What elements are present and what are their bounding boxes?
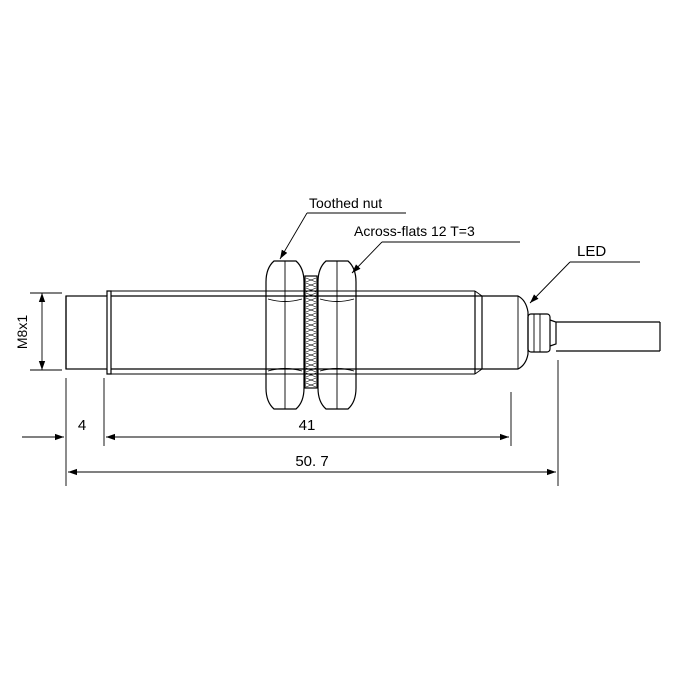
washer-tooth [305,277,317,283]
cable-end-housing [482,295,557,370]
dimension-thread: M8x1 [14,292,62,371]
cable [556,321,661,352]
callout-toothed-nut: Toothed nut [279,195,406,260]
callout-led: LED [529,243,640,304]
dimension-tip-length: 4 [22,417,86,441]
washer-tooth [305,362,317,368]
hex-nut-left [265,260,305,410]
washer-tooth [305,337,317,343]
washer-tooth [305,382,317,388]
callout-across-flats-label: Across-flats 12 T=3 [354,223,475,239]
washer-tooth [305,307,317,313]
callout-across-flats: Across-flats 12 T=3 [351,223,520,274]
callout-led-label: LED [577,243,606,260]
dimension-thread-label: M8x1 [14,315,30,349]
washer-tooth [305,347,317,353]
dimension-overall-length: 50. 7 [68,453,556,476]
toothed-washer [304,275,318,389]
dimension-overall-length-label: 50. 7 [295,453,328,470]
washer-tooth [305,357,317,363]
washer-tooth [305,372,317,378]
washer-tooth [305,332,317,338]
washer-tooth [305,317,317,323]
dimension-thread-length-label: 41 [299,417,316,434]
washer-tooth [305,322,317,328]
washer-tooth [305,282,317,288]
dimension-thread-length: 41 [106,417,509,441]
dimension-tip-length-label: 4 [78,417,86,434]
washer-tooth [305,352,317,358]
washer-tooth [305,302,317,308]
sensor-body [65,290,483,375]
washer-tooth [305,287,317,293]
washer-tooth [305,367,317,373]
extension-lines [65,360,559,486]
washer-tooth [305,312,317,318]
washer-tooth [305,327,317,333]
washer-tooth [305,377,317,383]
callout-toothed-nut-label: Toothed nut [309,195,382,211]
hex-nut-right [317,260,357,410]
washer-tooth [305,297,317,303]
washer-tooth [305,292,317,298]
washer-tooth [305,342,317,348]
